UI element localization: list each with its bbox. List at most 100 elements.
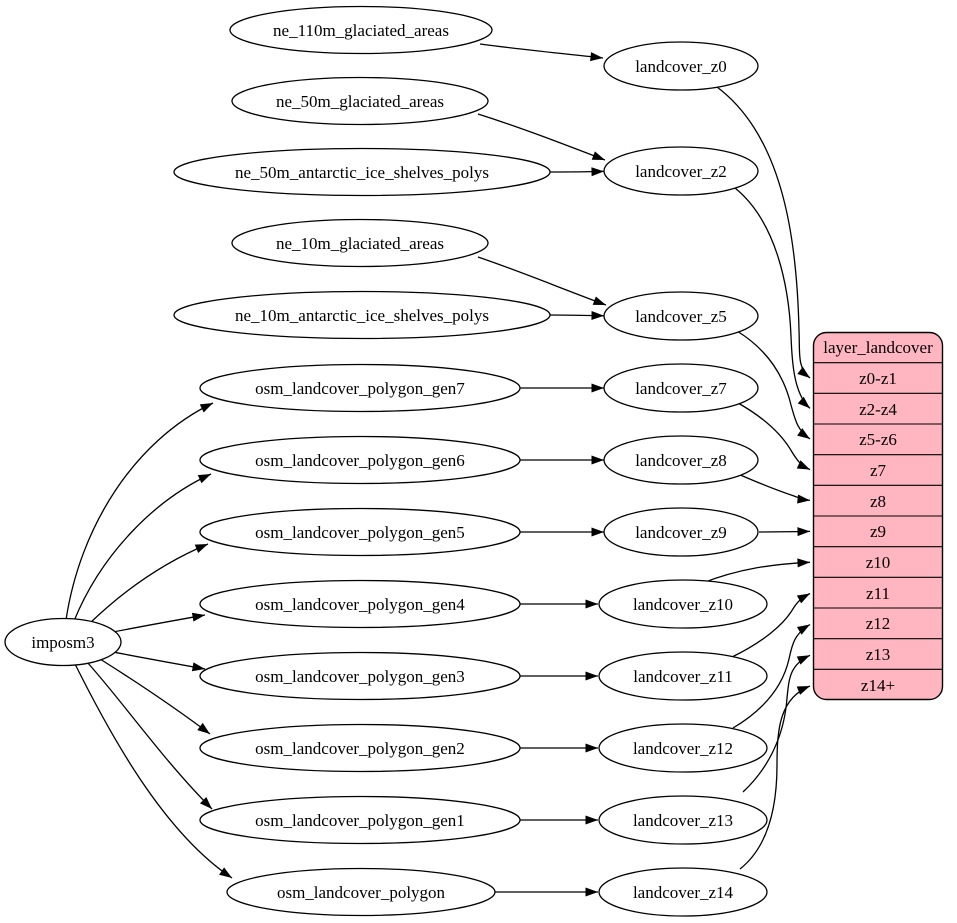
edge-imposm3-to-osm-landcover-polygon-gen5 <box>87 543 209 626</box>
edge-ne-10m-antarctic-ice-shelves-polys-to-landcover-z5 <box>549 311 605 321</box>
node-osm-landcover-polygon-label: osm_landcover_polygon <box>277 883 446 902</box>
node-landcover-z7-label: landcover_z7 <box>635 379 727 398</box>
edge-imposm3-to-osm-landcover-polygon-gen3 <box>107 650 206 672</box>
edge-ne-110m-glaciated-areas-to-landcover-z0 <box>479 43 604 62</box>
node-ne-50m-antarctic-ice-shelves-polys-label: ne_50m_antarctic_ice_shelves_polys <box>235 163 489 182</box>
node-osm-landcover-polygon-gen5-label: osm_landcover_polygon_gen5 <box>255 523 465 542</box>
node-imposm3: imposm3 <box>4 617 122 667</box>
node-landcover-z0-label: landcover_z0 <box>635 57 727 76</box>
edge-imposm3-to-osm-landcover-polygon-gen6 <box>73 473 212 622</box>
edge-ne-50m-glaciated-areas-to-landcover-z2 <box>477 113 606 161</box>
table-row-z0-z1: z0-z1 <box>859 369 897 388</box>
table-row-z2-z4: z2-z4 <box>859 400 897 419</box>
edge-imposm3-to-osm-landcover-polygon-gen4 <box>107 612 206 634</box>
layer-landcover-table: layer_landcover z0-z1 z2-z4 z5-z6 z7 z8 … <box>812 331 944 701</box>
edge-landcover-z5-to-row-z5-z6 <box>736 330 811 440</box>
node-landcover-z14-shape <box>598 867 768 917</box>
edge-landcover-z12-to-row-z12 <box>732 623 811 729</box>
node-landcover-z5: landcover_z5 <box>603 291 759 341</box>
node-landcover-z14-label: landcover_z14 <box>633 883 734 902</box>
node-ne-50m-glaciated-areas: ne_50m_glaciated_areas <box>231 76 489 126</box>
edge-landcover-z14-to-row-z14plus <box>739 685 811 870</box>
node-osm-landcover-polygon: osm_landcover_polygon <box>226 867 496 917</box>
edge-landcover-z2-to-row-z2-z4 <box>734 187 811 409</box>
edge-ne-50m-antarctic-ice-shelves-polys-to-landcover-z2 <box>549 167 605 177</box>
node-ne-10m-glaciated-areas-shape <box>231 218 489 268</box>
edge-landcover-z7-to-row-z7 <box>737 402 811 471</box>
node-osm-landcover-polygon-gen7-label: osm_landcover_polygon_gen7 <box>255 379 465 398</box>
node-osm-landcover-polygon-shape <box>226 867 496 917</box>
table-row-z11: z11 <box>866 584 890 603</box>
node-osm-landcover-polygon-gen1: osm_landcover_polygon_gen1 <box>199 795 521 845</box>
node-ne-10m-antarctic-ice-shelves-polys: ne_10m_antarctic_ice_shelves_polys <box>173 290 551 340</box>
node-ne-50m-antarctic-ice-shelves-polys: ne_50m_antarctic_ice_shelves_polys <box>173 147 551 197</box>
node-landcover-z10-shape <box>598 579 768 629</box>
node-ne-50m-antarctic-ice-shelves-polys-shape <box>173 147 551 197</box>
node-landcover-z11-shape <box>598 651 768 701</box>
node-osm-landcover-polygon-gen3-shape <box>199 651 521 701</box>
table-row-z9: z9 <box>870 522 886 541</box>
node-landcover-z9-shape <box>603 507 759 557</box>
node-landcover-z13-shape <box>598 795 768 845</box>
table-row-z8: z8 <box>870 492 886 511</box>
node-landcover-z5-label: landcover_z5 <box>635 307 727 326</box>
node-landcover-z12: landcover_z12 <box>598 723 768 773</box>
node-landcover-z13-label: landcover_z13 <box>633 811 733 830</box>
node-ne-50m-glaciated-areas-shape <box>231 76 489 126</box>
node-ne-110m-glaciated-areas-label: ne_110m_glaciated_areas <box>273 21 449 40</box>
edge-landcover-z11-to-row-z11 <box>731 592 811 658</box>
node-landcover-z12-label: landcover_z12 <box>633 739 733 758</box>
node-landcover-z9: landcover_z9 <box>603 507 759 557</box>
edge-imposm3-to-osm-landcover-polygon-gen7 <box>65 402 214 621</box>
node-ne-110m-glaciated-areas-shape <box>229 5 493 55</box>
node-landcover-z14: landcover_z14 <box>598 867 768 917</box>
table-row-z5-z6: z5-z6 <box>859 430 897 449</box>
node-osm-landcover-polygon-gen7: osm_landcover_polygon_gen7 <box>199 363 521 413</box>
table-row-z12: z12 <box>866 614 891 633</box>
node-osm-landcover-polygon-gen2-shape <box>199 723 521 773</box>
edge-ne-10m-glaciated-areas-to-landcover-z5 <box>477 256 607 306</box>
node-landcover-z11: landcover_z11 <box>598 651 768 701</box>
table-row-z7: z7 <box>870 461 887 480</box>
node-landcover-z12-shape <box>598 723 768 773</box>
node-landcover-z9-label: landcover_z9 <box>635 523 727 542</box>
node-osm-landcover-polygon-gen5: osm_landcover_polygon_gen5 <box>199 507 521 557</box>
node-landcover-z2-label: landcover_z2 <box>635 162 727 181</box>
node-landcover-z2-shape <box>603 146 759 196</box>
edge-imposm3-to-osm-landcover-polygon-gen1 <box>86 661 213 810</box>
node-landcover-z8-shape <box>603 435 759 485</box>
node-landcover-z13: landcover_z13 <box>598 795 768 845</box>
node-landcover-z10: landcover_z10 <box>598 579 768 629</box>
node-osm-landcover-polygon-gen6-shape <box>199 435 521 485</box>
edge-landcover-z9-to-row-z9 <box>758 527 811 537</box>
edge-imposm3-to-osm-landcover-polygon-gen2 <box>99 658 211 735</box>
node-ne-10m-antarctic-ice-shelves-polys-shape <box>173 290 551 340</box>
table-row-z13: z13 <box>866 645 891 664</box>
edge-group <box>65 43 811 897</box>
node-osm-landcover-polygon-gen6: osm_landcover_polygon_gen6 <box>199 435 521 485</box>
node-osm-landcover-polygon-gen5-shape <box>199 507 521 557</box>
edge-landcover-z0-to-row-z0-z1 <box>716 86 811 379</box>
node-osm-landcover-polygon-gen7-shape <box>199 363 521 413</box>
node-landcover-z2: landcover_z2 <box>603 146 759 196</box>
edge-landcover-z13-to-row-z13 <box>742 654 811 793</box>
node-imposm3-shape <box>4 617 122 667</box>
edge-landcover-z8-to-row-z8 <box>737 473 811 504</box>
node-osm-landcover-polygon-gen2: osm_landcover_polygon_gen2 <box>199 723 521 773</box>
node-imposm3-label: imposm3 <box>31 633 94 652</box>
node-ne-50m-glaciated-areas-label: ne_50m_glaciated_areas <box>276 92 444 111</box>
node-osm-landcover-polygon-gen3: osm_landcover_polygon_gen3 <box>199 651 521 701</box>
node-osm-landcover-polygon-gen4-label: osm_landcover_polygon_gen4 <box>255 595 465 614</box>
layer-landcover-table-title: layer_landcover <box>823 338 933 357</box>
node-osm-landcover-polygon-gen4-shape <box>199 579 521 629</box>
node-osm-landcover-polygon-gen3-label: osm_landcover_polygon_gen3 <box>255 667 465 686</box>
node-ne-10m-glaciated-areas-label: ne_10m_glaciated_areas <box>276 234 444 253</box>
node-landcover-z0-shape <box>603 41 759 91</box>
node-landcover-z7: landcover_z7 <box>603 363 759 413</box>
edge-landcover-z10-to-row-z10 <box>699 558 811 585</box>
node-landcover-z8-label: landcover_z8 <box>635 451 727 470</box>
table-row-z14plus: z14+ <box>861 676 895 695</box>
node-landcover-z8: landcover_z8 <box>603 435 759 485</box>
node-osm-landcover-polygon-gen6-label: osm_landcover_polygon_gen6 <box>255 451 465 470</box>
